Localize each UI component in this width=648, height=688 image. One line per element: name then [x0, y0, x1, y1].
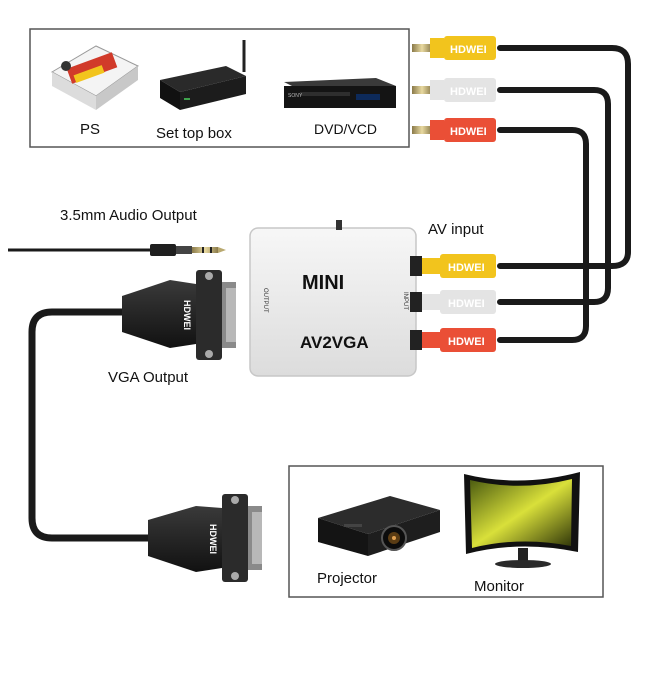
source-yellow-plug: HDWEI — [412, 36, 496, 60]
connector-brand-text: HDWEI — [448, 262, 485, 274]
rca-cables — [497, 45, 631, 343]
connector-brand-text: HDWEI — [182, 300, 192, 330]
projector-label: Projector — [317, 570, 377, 587]
vga-output-label: VGA Output — [108, 369, 189, 386]
red-rca-cable — [497, 127, 589, 343]
ps-console-image — [50, 45, 139, 110]
sources-frame — [29, 28, 410, 148]
projector-image — [318, 496, 440, 556]
displays-frame — [288, 465, 604, 598]
converter-box: MINI AV2VGA OUTPUT INPUT — [249, 220, 417, 377]
source-rca-plugs: HDWEI HDWEI HDWEI — [412, 36, 496, 142]
output-port-label: OUTPUT — [262, 288, 268, 313]
connector-brand-text: HDWEI — [450, 126, 487, 138]
audio-output-label: 3.5mm Audio Output — [60, 207, 198, 224]
vga-connector-top: HDWEI — [122, 270, 236, 360]
converter-model: AV2VGA — [300, 333, 369, 352]
input-yellow-plug: HDWEI — [410, 254, 496, 278]
dvd-label: DVD/VCD — [314, 121, 377, 137]
source-red-plug: HDWEI — [412, 118, 496, 142]
connector-brand-text: HDWEI — [448, 336, 485, 348]
set-top-box-label: Set top box — [156, 125, 232, 142]
dvd-brand-text: SONY — [288, 93, 303, 99]
input-red-plug: HDWEI — [410, 328, 496, 352]
av-input-label: AV input — [428, 221, 484, 238]
monitor-label: Monitor — [474, 578, 524, 595]
vga-cable — [28, 308, 150, 542]
set-top-box-image — [160, 40, 246, 110]
input-port-label: INPUT — [402, 292, 408, 310]
connector-brand-text: HDWEI — [450, 86, 487, 98]
source-white-plug: HDWEI — [412, 78, 496, 102]
audio-jack-plug — [150, 244, 226, 256]
yellow-rca-cable — [497, 45, 631, 269]
converter-rca-plugs: HDWEI HDWEI HDWEI — [410, 254, 496, 352]
vga-connector-bottom: HDWEI — [148, 494, 262, 582]
connector-brand-text: HDWEI — [450, 44, 487, 56]
connector-brand-text: HDWEI — [448, 298, 485, 310]
input-white-plug: HDWEI — [410, 290, 496, 314]
monitor-image — [464, 472, 580, 568]
connector-brand-text: HDWEI — [208, 524, 218, 554]
dvd-player-image: SONY — [284, 78, 396, 108]
converter-name: MINI — [302, 272, 344, 294]
white-rca-cable — [497, 87, 611, 305]
ps-label: PS — [80, 121, 100, 138]
